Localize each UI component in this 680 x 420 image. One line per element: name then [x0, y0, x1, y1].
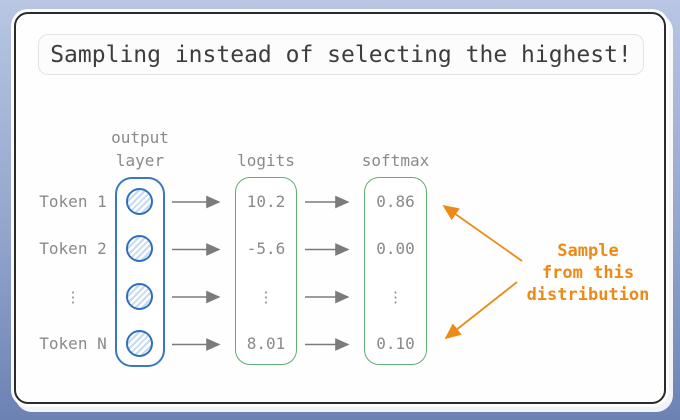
sample-annotation-line3: distribution — [526, 285, 650, 305]
logit-value-n: 8.01 — [246, 334, 286, 353]
neuron-icon — [126, 188, 153, 215]
neuron-icon — [126, 283, 153, 310]
softmax-value-n: 0.10 — [376, 334, 415, 353]
softmax-box — [364, 177, 427, 365]
slide-card: Sampling instead of selecting the highes… — [14, 12, 666, 404]
softmax-value-ellipsis: ⋮ — [388, 288, 403, 306]
token-label-ellipsis: ⋮ — [65, 288, 81, 306]
column-header-output-layer: output layer — [100, 126, 180, 172]
logit-value-ellipsis: ⋮ — [258, 288, 274, 306]
softmax-value-2: 0.00 — [376, 239, 415, 258]
output-layer-label-line1: output — [111, 128, 169, 147]
neuron-icon — [126, 330, 153, 357]
page-title: Sampling instead of selecting the highes… — [50, 41, 632, 68]
neuron-icon — [126, 235, 153, 262]
logits-box — [235, 177, 297, 365]
column-header-softmax: softmax — [361, 151, 430, 170]
output-layer-label-line2: layer — [115, 151, 165, 170]
column-header-logits: logits — [237, 151, 295, 170]
title-banner: Sampling instead of selecting the highes… — [38, 34, 644, 75]
layer-to-logits-arrows — [172, 195, 221, 351]
softmax-value-1: 0.86 — [376, 192, 415, 211]
logit-value-1: 10.2 — [246, 192, 286, 211]
token-label-1: Token 1 — [39, 192, 107, 211]
sample-annotation-line1: Sample — [557, 241, 619, 261]
sample-annotation-line2: from this — [541, 263, 635, 283]
logit-value-2: -5.6 — [246, 239, 286, 258]
token-label-n: Token N — [39, 334, 107, 353]
sample-annotation: Sample from this distribution — [503, 240, 673, 306]
logits-to-softmax-arrows — [305, 195, 350, 351]
token-label-2: Token 2 — [39, 239, 107, 258]
